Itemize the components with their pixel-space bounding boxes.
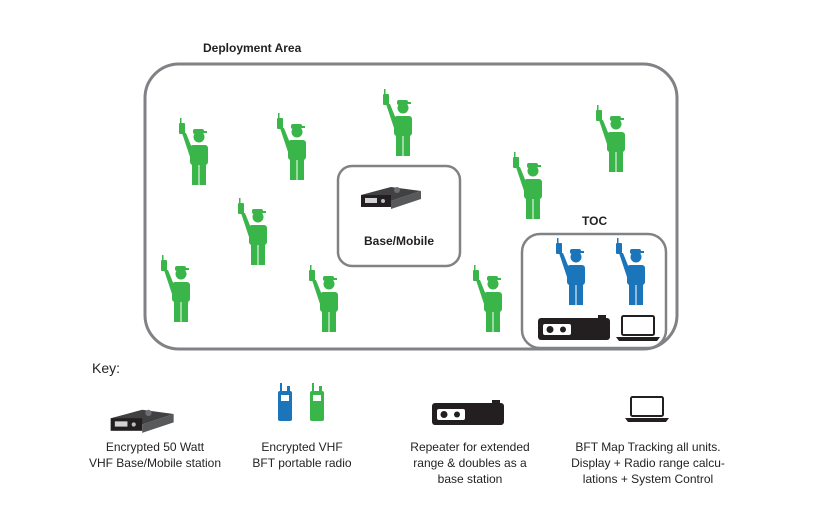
field-unit-figure	[473, 265, 502, 332]
key-laptop-icon	[624, 396, 670, 423]
key-label: Key:	[92, 360, 121, 376]
deployment-area-box	[143, 62, 679, 351]
field-unit-figure	[161, 255, 190, 322]
key-caption-portable-radio: Encrypted VHF BFT portable radio	[252, 440, 352, 470]
field-unit-figure	[596, 105, 625, 172]
field-unit-figure	[383, 89, 412, 156]
base-mobile-label: Base/Mobile	[363, 234, 435, 248]
field-unit-figure	[277, 113, 306, 180]
key-caption-repeater: Repeater for extended range & doubles as…	[410, 440, 530, 486]
key-repeater-icon	[432, 400, 504, 425]
field-unit-figure	[309, 265, 338, 332]
key-base-mobile-radio-icon	[110, 409, 174, 433]
key-caption-base-mobile: Encrypted 50 Watt VHF Base/Mobile statio…	[88, 440, 222, 470]
field-unit-figure	[513, 152, 542, 219]
key-portable-radio-icon	[278, 383, 324, 421]
key-caption-laptop: BFT Map Tracking all units. Display + Ra…	[571, 440, 725, 486]
deployment-area-label: Deployment Area	[203, 41, 302, 55]
toc-label: TOC	[582, 214, 608, 228]
field-unit-figure	[179, 118, 208, 185]
repeater-icon	[538, 315, 610, 340]
base-mobile-box	[336, 164, 462, 268]
field-unit-figure	[238, 198, 267, 265]
